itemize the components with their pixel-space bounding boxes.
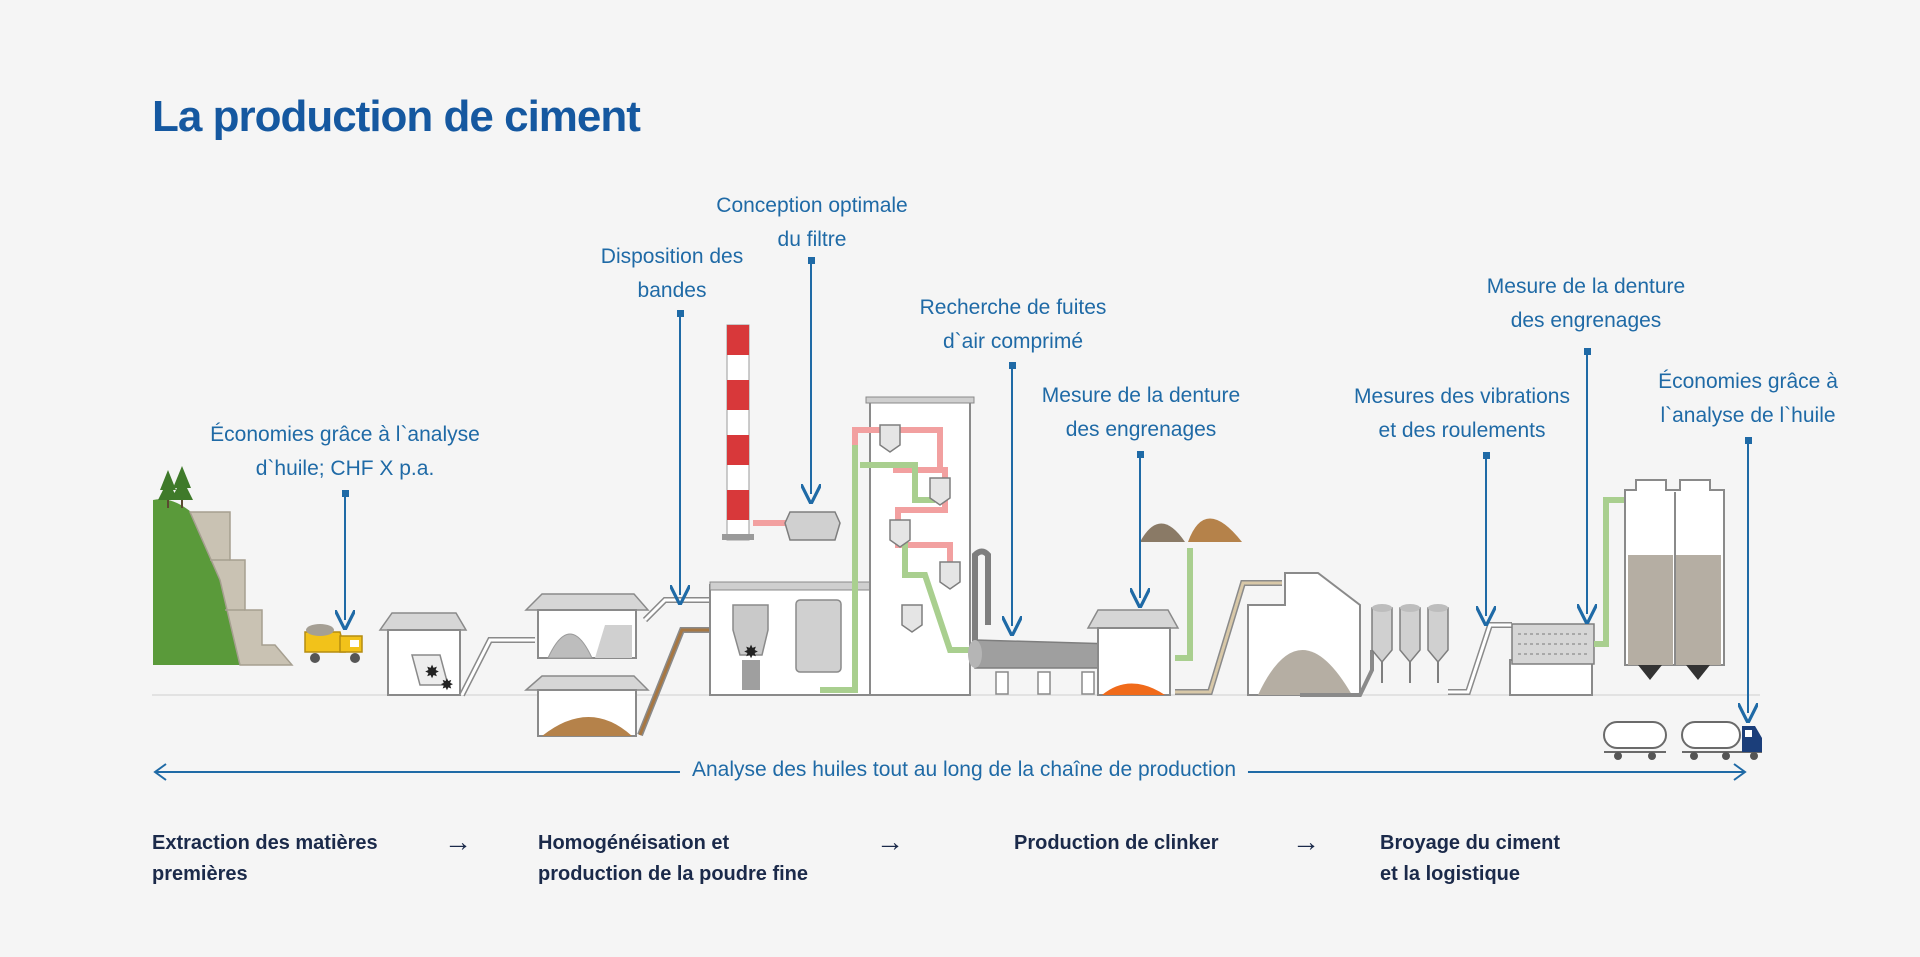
callout-line: Mesure de la denture bbox=[1041, 384, 1241, 407]
dump-truck-icon bbox=[304, 624, 363, 663]
stage-line: Production de clinker bbox=[1014, 832, 1219, 854]
cement-mill-silos bbox=[1371, 604, 1449, 683]
stage-line: production de la poudre fine bbox=[538, 863, 808, 885]
preheater-tower bbox=[820, 396, 991, 696]
callout-leader-lines bbox=[342, 257, 1752, 713]
svg-text:✸: ✸ bbox=[743, 642, 758, 663]
conveyor-belt-2 bbox=[637, 597, 712, 737]
stage-cement-grinding-logistics: Broyage du ciment et la logistique bbox=[1380, 828, 1560, 890]
callout-line: l`analyse de l`huile bbox=[1660, 404, 1836, 427]
callout-oil-analysis-savings: Économies grâce à l`analyse d`huile; CHF… bbox=[210, 418, 480, 486]
chimney bbox=[722, 324, 754, 541]
callout-line: des engrenages bbox=[1065, 418, 1217, 441]
page-title: La production de ciment bbox=[152, 92, 641, 141]
crusher-building: ✸ ✸ bbox=[378, 612, 468, 696]
stage-raw-material-extraction: Extraction des matières premières bbox=[152, 828, 378, 890]
stage-line: Broyage du ciment bbox=[1380, 832, 1561, 854]
clinker-cooler bbox=[1086, 548, 1193, 696]
oil-analysis-label: Analyse des huiles tout au long de la ch… bbox=[679, 758, 1249, 782]
callout-belt-layout: Disposition des bandes bbox=[601, 240, 743, 308]
svg-text:✸: ✸ bbox=[424, 662, 439, 683]
callout-line: Disposition des bbox=[600, 245, 744, 268]
arrow-right-icon: → bbox=[444, 826, 472, 857]
callout-line: et des roulements bbox=[1378, 419, 1546, 442]
cement-storage-silos bbox=[1624, 479, 1725, 680]
callout-line: des engrenages bbox=[1510, 309, 1662, 332]
arrow-right-icon: → bbox=[1292, 826, 1320, 857]
arrow-right-icon: → bbox=[876, 826, 904, 857]
callout-line: d`huile; CHF X p.a. bbox=[255, 457, 435, 480]
stage-homogenization: Homogénéisation et production de la poud… bbox=[538, 828, 808, 890]
callout-line: Économies grâce à l`analyse bbox=[210, 423, 480, 446]
callout-line: Mesure de la denture bbox=[1486, 275, 1686, 298]
callout-line: Économies grâce à bbox=[1658, 370, 1838, 393]
callout-vibration-measurement: Mesures des vibrations et des roulements bbox=[1354, 380, 1570, 448]
stage-clinker-production: Production de clinker bbox=[1014, 828, 1218, 859]
fuel-pile-icon bbox=[1140, 518, 1242, 542]
callout-line: du filtre bbox=[777, 228, 847, 251]
callout-line: Mesures des vibrations bbox=[1354, 385, 1570, 408]
callout-filter-design: Conception optimale du filtre bbox=[716, 189, 907, 257]
conveyor-belt-1 bbox=[459, 637, 535, 697]
filter-unit bbox=[753, 511, 841, 541]
callout-oil-analysis-logistics: Économies grâce à l`analyse de l`huile bbox=[1658, 365, 1838, 433]
stage-line: premières bbox=[152, 863, 248, 885]
stage-line: et la logistique bbox=[1380, 863, 1521, 885]
tree-icon bbox=[158, 466, 193, 508]
tanker-truck-icon bbox=[1603, 721, 1762, 760]
callout-line: d`air comprimé bbox=[942, 330, 1084, 353]
clinker-storage-hall bbox=[1247, 572, 1374, 697]
cement-mill bbox=[1509, 497, 1628, 696]
conveyor-belt-4 bbox=[1448, 622, 1512, 695]
raw-material-storage-lower bbox=[524, 675, 650, 737]
stage-line: Extraction des matières bbox=[152, 832, 378, 854]
callout-air-leak-search: Recherche de fuites d`air comprimé bbox=[920, 291, 1107, 359]
conveyor-belt-3 bbox=[1175, 580, 1282, 695]
callout-gear-measurement-kiln: Mesure de la denture des engrenages bbox=[1042, 379, 1240, 447]
svg-text:✸: ✸ bbox=[440, 675, 453, 694]
callout-line: Conception optimale bbox=[716, 194, 908, 217]
quarry-hill bbox=[153, 499, 294, 666]
callout-line: bandes bbox=[637, 279, 707, 302]
raw-material-storage-upper bbox=[524, 593, 650, 659]
callout-gear-measurement-mill: Mesure de la denture des engrenages bbox=[1487, 270, 1685, 338]
callout-line: Recherche de fuites bbox=[919, 296, 1107, 319]
stage-line: Homogénéisation et bbox=[538, 832, 730, 854]
